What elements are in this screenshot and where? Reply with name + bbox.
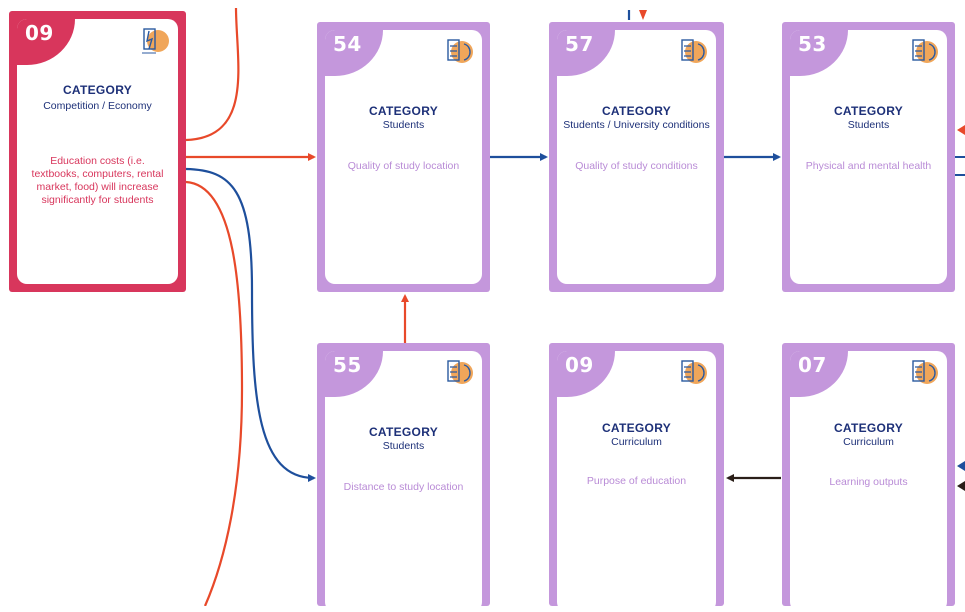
card-category: CATEGORY	[62, 83, 133, 97]
arrow-09-downward	[185, 180, 244, 606]
card-category: CATEGORY	[601, 104, 672, 118]
card-body: 55 CATEGORY Students Distance to study l…	[325, 351, 482, 612]
socle-logo-icon	[912, 360, 938, 384]
card-number: 09	[25, 21, 54, 45]
card-body: 07 CATEGORY Curriculum Learning outputs	[790, 351, 947, 612]
socle-logo-icon	[142, 28, 169, 54]
card-description: Quality of study conditions	[575, 160, 698, 172]
card-description: Learning outputs	[829, 476, 908, 488]
arrow-incoming-top	[185, 7, 240, 142]
card-number: 53	[798, 32, 827, 56]
card-number-badge: 54	[325, 30, 383, 76]
card-subcategory: Students	[382, 440, 425, 452]
arrow-incoming-57-red	[639, 10, 647, 20]
card-number-badge: 09	[17, 19, 75, 65]
card-subcategory: Curriculum	[843, 436, 894, 448]
card-number: 54	[333, 32, 362, 56]
card-number-badge: 57	[557, 30, 615, 76]
card-09-competition-economy[interactable]: 09 CATEGORY Competition / Economy Educat…	[9, 11, 186, 292]
card-subcategory: Students	[382, 119, 425, 131]
card-09-curriculum[interactable]: 09 CATEGORY Curriculum Purpose of educat…	[549, 343, 724, 612]
card-category: CATEGORY	[368, 425, 439, 439]
card-subcategory: Students / University conditions	[563, 119, 710, 131]
card-number-badge: 09	[557, 351, 615, 397]
arrow-incoming-53-red	[957, 125, 965, 135]
card-category: CATEGORY	[833, 421, 904, 435]
arrow-09-to-55	[185, 167, 316, 482]
card-body: 57 CATEGORY Students / University condit…	[557, 30, 716, 284]
socle-logo-icon	[681, 360, 707, 384]
socle-logo-icon	[447, 360, 473, 384]
card-subcategory: Curriculum	[611, 436, 662, 448]
card-description: Physical and mental health	[805, 160, 932, 172]
card-body: 54 CATEGORY Students Quality of study lo…	[325, 30, 482, 284]
socle-logo-icon	[912, 39, 938, 63]
card-category: CATEGORY	[368, 104, 439, 118]
card-subcategory: Competition / Economy	[43, 100, 152, 112]
card-body: 09 CATEGORY Competition / Economy Educat…	[17, 19, 178, 284]
card-description: Quality of study location	[347, 160, 460, 172]
card-55-students[interactable]: 55 CATEGORY Students Distance to study l…	[317, 343, 490, 612]
card-number-badge: 53	[790, 30, 848, 76]
card-number: 57	[565, 32, 594, 56]
card-number: 07	[798, 353, 827, 377]
card-description: Purpose of education	[586, 475, 687, 487]
card-number: 09	[565, 353, 594, 377]
card-57-students-university-conditions[interactable]: 57 CATEGORY Students / University condit…	[549, 22, 724, 292]
card-07-curriculum[interactable]: 07 CATEGORY Curriculum Learning outputs	[782, 343, 955, 612]
card-subcategory: Students	[847, 119, 890, 131]
card-54-students[interactable]: 54 CATEGORY Students Quality of study lo…	[317, 22, 490, 292]
card-category: CATEGORY	[833, 104, 904, 118]
socle-logo-icon	[681, 39, 707, 63]
card-body: 09 CATEGORY Curriculum Purpose of educat…	[557, 351, 716, 612]
socle-logo-icon	[447, 39, 473, 63]
card-category: CATEGORY	[601, 421, 672, 435]
card-body: 53 CATEGORY Students Physical and mental…	[790, 30, 947, 284]
card-description: Education costs (i.e. textbooks, compute…	[31, 155, 164, 206]
card-53-students[interactable]: 53 CATEGORY Students Physical and mental…	[782, 22, 955, 292]
card-number: 55	[333, 353, 362, 377]
card-number-badge: 07	[790, 351, 848, 397]
card-number-badge: 55	[325, 351, 383, 397]
card-description: Distance to study location	[343, 481, 464, 493]
arrow-incoming-07-black	[957, 481, 965, 491]
arrow-incoming-07-blue	[957, 461, 965, 471]
